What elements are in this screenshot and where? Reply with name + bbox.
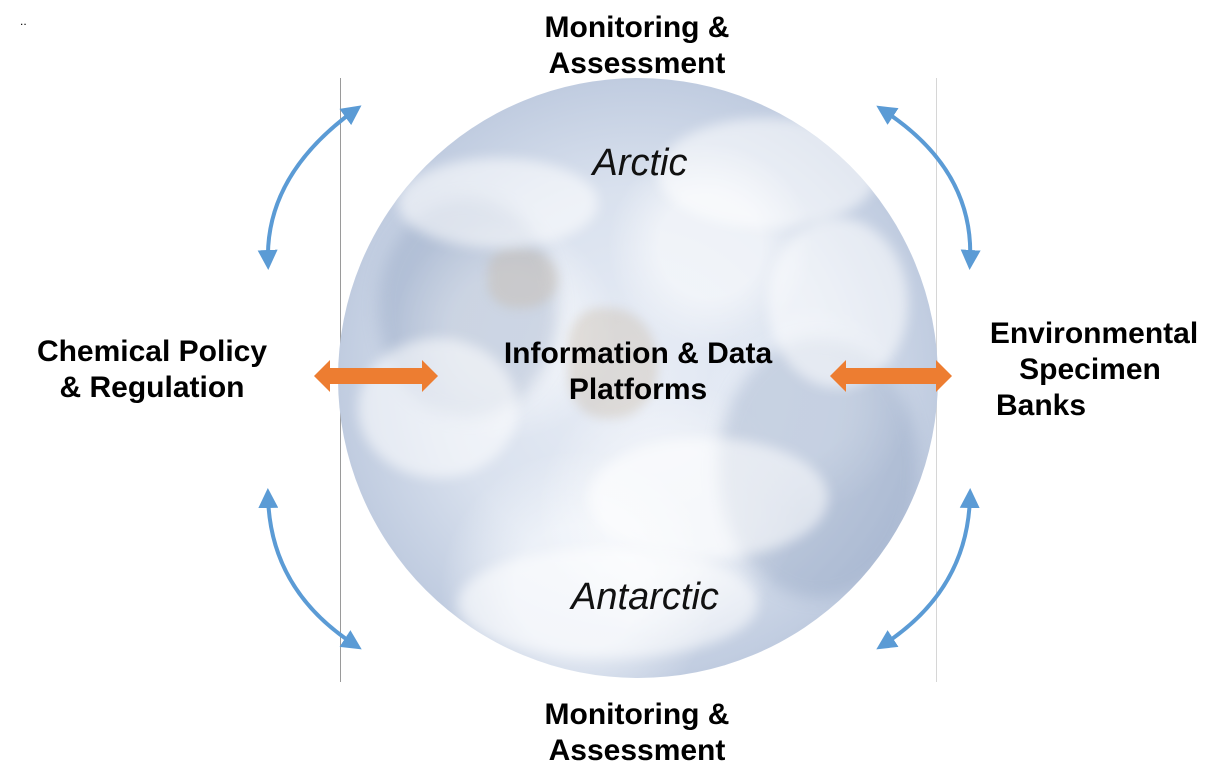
double-arrow-right [830,360,952,392]
curved-arrow-bottom-right [876,488,980,650]
top-label-monitoring-assessment: Monitoring & Assessment [544,11,730,80]
curved-arrow-top-left [257,105,362,270]
curved-arrow-bottom-left [258,488,362,650]
center-label-information-data: Information & Data Platforms [503,337,773,406]
corner-mark: .. [20,14,27,28]
bottom-label-monitoring-assessment: Monitoring & Assessment [544,698,730,767]
earth-globe-image [338,78,938,678]
curved-arrow-top-right [876,105,981,270]
left-label-chemical-policy: Chemical Policy & Regulation [36,335,268,404]
region-label-arctic: Arctic [592,142,688,184]
region-label-antarctic: Antarctic [571,576,719,618]
right-label-specimen-banks: Environmental Specimen Banks [989,317,1199,422]
double-arrow-left [314,360,438,392]
